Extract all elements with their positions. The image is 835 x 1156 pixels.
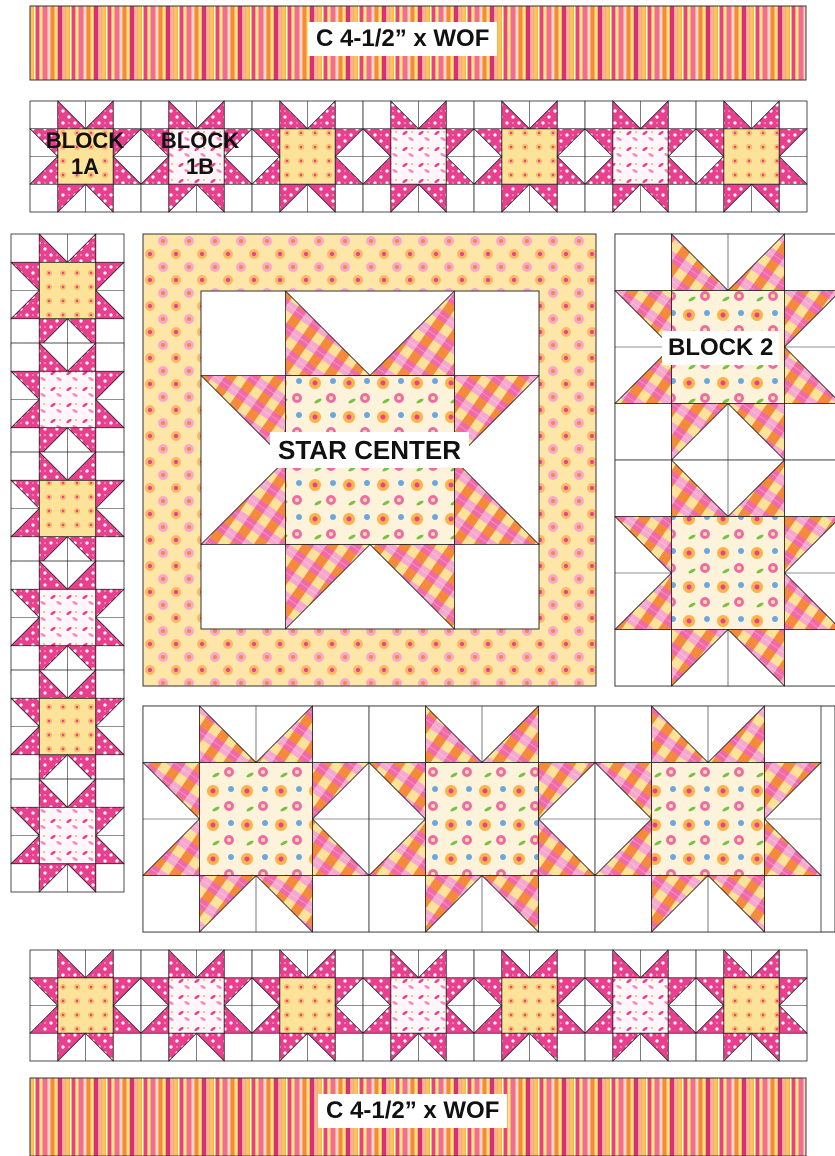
block-1-top-5 [474,101,585,212]
block-1b-label-line1: BLOCK [145,128,255,154]
block-1-top-3 [252,101,363,212]
block-1a-label-line2: 1A [30,154,140,180]
block-1-column-left [11,234,124,892]
bottom-strip-label: C 4-1/2” x WOF [318,1094,507,1128]
block-1-top-7 [696,101,807,212]
block-1-left-1 [11,234,124,347]
block-1-bottom-7 [696,950,807,1061]
block-2-row-star-2 [369,706,595,932]
block-1-bottom-2 [141,950,252,1061]
block-1-left-2 [11,343,124,456]
block-1-left-4 [11,561,124,674]
block-1-bottom-3 [252,950,363,1061]
block-1-bottom-4 [363,950,474,1061]
block-2-star-lower [615,460,835,686]
block-1-top-6 [585,101,696,212]
block-1-top-4 [363,101,474,212]
block-2-label: BLOCK 2 [662,331,779,365]
block-1-left-5 [11,670,124,783]
block-1-bottom-6 [585,950,696,1061]
block-1a-label: BLOCK 1A [30,128,140,180]
block-2-row-star-3 [595,706,821,932]
block-1b-label: BLOCK 1B [145,128,255,180]
block-1a-label-line1: BLOCK [30,128,140,154]
block-2-row-star-1 [143,706,369,932]
block-1b-label-line2: 1B [145,154,255,180]
top-strip-label: C 4-1/2” x WOF [308,22,497,56]
block-2-row [143,706,835,932]
block-1-row-bottom [30,950,807,1061]
block-1-bottom-5 [474,950,585,1061]
star-center-label: STAR CENTER [270,432,469,468]
block-1-bottom-1 [30,950,141,1061]
block-2-panel [615,234,835,686]
block-1-left-3 [11,452,124,565]
block-1-left-6 [11,779,124,892]
